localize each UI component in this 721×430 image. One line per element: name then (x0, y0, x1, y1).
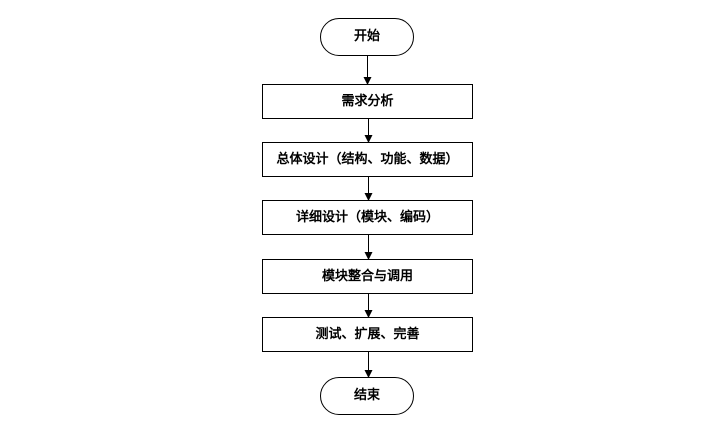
start-terminal: 开始 (320, 18, 414, 56)
overall-design-label: 总体设计（结构、功能、数据） (276, 151, 459, 167)
module-integration-box: 模块整合与调用 (262, 259, 473, 294)
end-label: 结束 (353, 388, 380, 403)
start-label: 开始 (353, 29, 380, 44)
module-integration-label: 模块整合与调用 (321, 268, 413, 284)
detailed-design-label: 详细设计（模块、编码） (295, 209, 439, 225)
overall-design-box: 总体设计（结构、功能、数据） (262, 142, 473, 177)
testing-box: 测试、扩展、完善 (262, 317, 473, 352)
testing-label: 测试、扩展、完善 (315, 326, 420, 342)
end-terminal: 结束 (320, 377, 414, 415)
detailed-design-box: 详细设计（模块、编码） (262, 200, 473, 235)
requirements-analysis-box: 需求分析 (262, 84, 473, 119)
requirements-analysis-label: 需求分析 (341, 93, 394, 109)
